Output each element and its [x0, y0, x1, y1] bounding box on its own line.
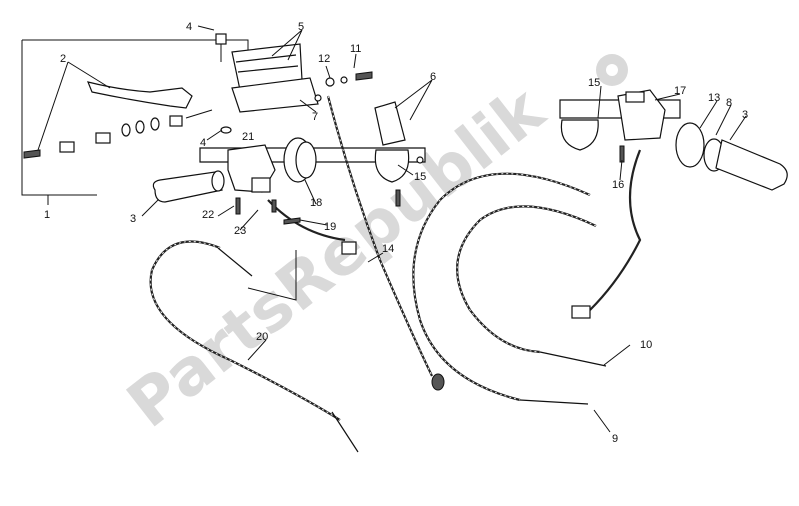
callout-15-right: 15 — [588, 77, 600, 89]
callout-3-left: 3 — [130, 213, 136, 225]
callout-7: 7 — [312, 111, 318, 123]
master-cylinder — [215, 33, 319, 113]
right-clamp — [560, 119, 599, 151]
bolts — [235, 71, 625, 225]
callout-14: 14 — [382, 243, 394, 255]
mirror-clamp — [374, 101, 410, 183]
right-switch-housing — [617, 89, 666, 141]
callout-18: 18 — [310, 197, 322, 209]
callout-13: 13 — [708, 92, 720, 104]
callout-19: 19 — [324, 221, 336, 233]
watermark: PartsRepublik — [114, 54, 628, 443]
callout-15-center: 15 — [414, 171, 426, 183]
leader-lines — [37, 25, 747, 433]
callouts: 1 2 3 3 4 4 5 6 7 8 9 10 11 12 13 14 15 … — [44, 21, 748, 445]
right-grip — [675, 122, 788, 191]
callout-12: 12 — [318, 53, 330, 65]
callout-5: 5 — [298, 21, 304, 33]
callout-1: 1 — [44, 209, 50, 221]
callout-10: 10 — [640, 339, 652, 351]
callout-6: 6 — [430, 71, 436, 83]
left-switch-housing — [227, 144, 276, 193]
callout-9: 9 — [612, 433, 618, 445]
callout-11: 11 — [350, 43, 361, 55]
callout-22: 22 — [202, 209, 214, 221]
callout-8: 8 — [726, 97, 732, 109]
throttle-housing — [283, 137, 317, 183]
callout-23: 23 — [234, 225, 246, 237]
callout-17: 17 — [674, 85, 686, 97]
callout-2: 2 — [60, 53, 66, 65]
cables — [149, 95, 642, 453]
callout-16: 16 — [612, 179, 624, 191]
callout-4-bottom: 4 — [200, 137, 206, 149]
callout-21: 21 — [242, 131, 254, 143]
left-grip — [152, 170, 225, 203]
callout-3-right: 3 — [742, 109, 748, 121]
brake-lever — [87, 81, 193, 109]
watermark-gear-icon — [596, 54, 628, 86]
callout-20: 20 — [256, 331, 268, 343]
piston-kit — [23, 109, 232, 159]
callout-4-top: 4 — [186, 21, 192, 33]
